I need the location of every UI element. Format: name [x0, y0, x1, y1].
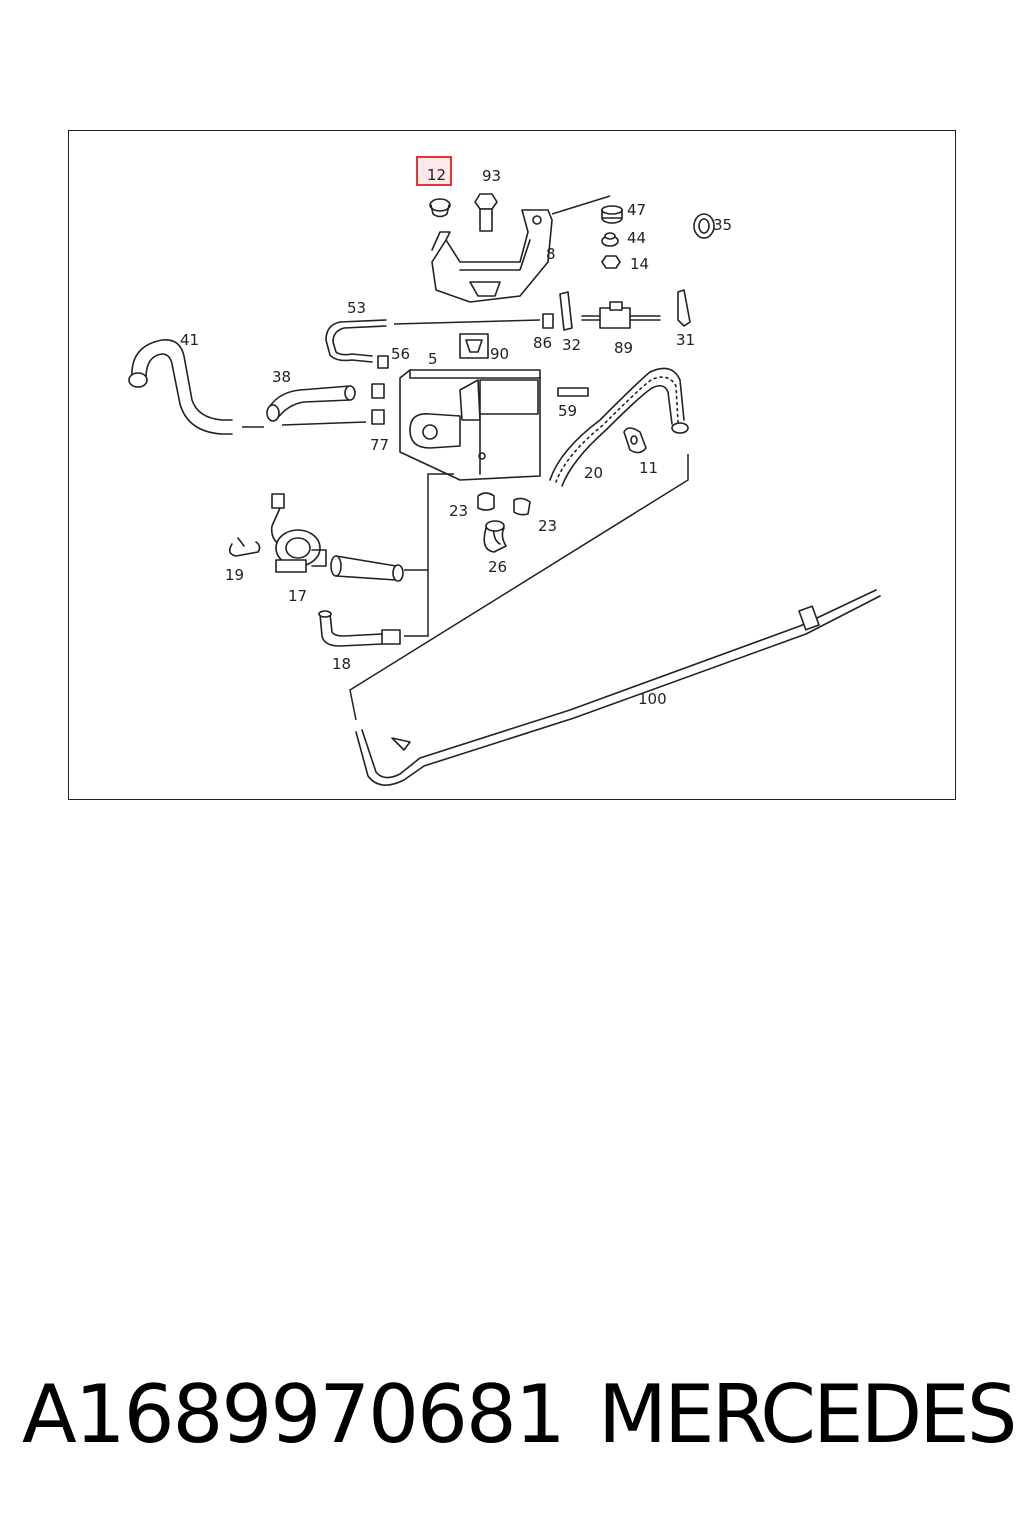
label-35: 35 [713, 216, 732, 234]
label-77: 77 [370, 436, 389, 454]
label-90: 90 [490, 345, 509, 363]
part-18-hose [318, 610, 401, 647]
part-93-bolt [474, 193, 498, 232]
diagram-frame [68, 130, 956, 800]
part-53-line [325, 319, 541, 363]
label-56: 56 [391, 345, 410, 363]
label-93: 93 [482, 167, 501, 185]
part-20-hose [549, 367, 689, 487]
label-41: 41 [180, 331, 199, 349]
part-17-pump [270, 493, 327, 573]
label-17: 17 [288, 587, 307, 605]
part-56-clip [377, 355, 389, 369]
label-53: 53 [347, 299, 366, 317]
part-19-clip [228, 537, 261, 557]
label-5: 5 [428, 350, 438, 368]
part-5-heater [399, 369, 541, 637]
label-47: 47 [627, 201, 646, 219]
label-8: 8 [546, 245, 556, 263]
part-35-ring [693, 213, 715, 239]
label-14: 14 [630, 255, 649, 273]
part-hose-upper [330, 555, 404, 582]
part-11-mount [623, 427, 647, 454]
brand-name: MERCEDES [598, 1368, 1018, 1461]
part-31-pad [677, 289, 691, 327]
label-86: 86 [533, 334, 552, 352]
part-38-hose [266, 385, 356, 422]
part-26-elbow [483, 520, 507, 553]
part-44-washer [601, 232, 619, 247]
part-number: A1689970681 [22, 1368, 566, 1461]
label-23-left: 23 [449, 502, 468, 520]
part-12-cap [429, 198, 451, 218]
highlight-box [416, 156, 452, 186]
label-44: 44 [627, 229, 646, 247]
part-32-pad [559, 291, 573, 331]
part-41-hose [128, 339, 367, 435]
footer: A1689970681 MERCEDES [0, 1368, 1024, 1478]
label-20: 20 [584, 464, 603, 482]
label-26: 26 [488, 558, 507, 576]
label-23-right: 23 [538, 517, 557, 535]
label-12: 12 [427, 166, 446, 184]
part-100-line [349, 454, 881, 786]
label-100: 100 [638, 690, 667, 708]
part-77-clips [371, 383, 385, 425]
part-8-bracket [431, 195, 611, 303]
label-11: 11 [639, 459, 658, 477]
part-23-clamp-a [477, 492, 495, 511]
label-19: 19 [225, 566, 244, 584]
part-23-clamp-b [513, 497, 531, 516]
part-90-bracket [459, 333, 489, 359]
part-86-clamp [542, 313, 554, 329]
label-31: 31 [676, 331, 695, 349]
part-89-pump [581, 301, 661, 329]
part-47-grommet [601, 205, 623, 224]
part-59-pad [557, 387, 589, 397]
label-18: 18 [332, 655, 351, 673]
label-89: 89 [614, 339, 633, 357]
part-14-nut [601, 255, 621, 269]
label-59: 59 [558, 402, 577, 420]
label-38: 38 [272, 368, 291, 386]
label-32: 32 [562, 336, 581, 354]
